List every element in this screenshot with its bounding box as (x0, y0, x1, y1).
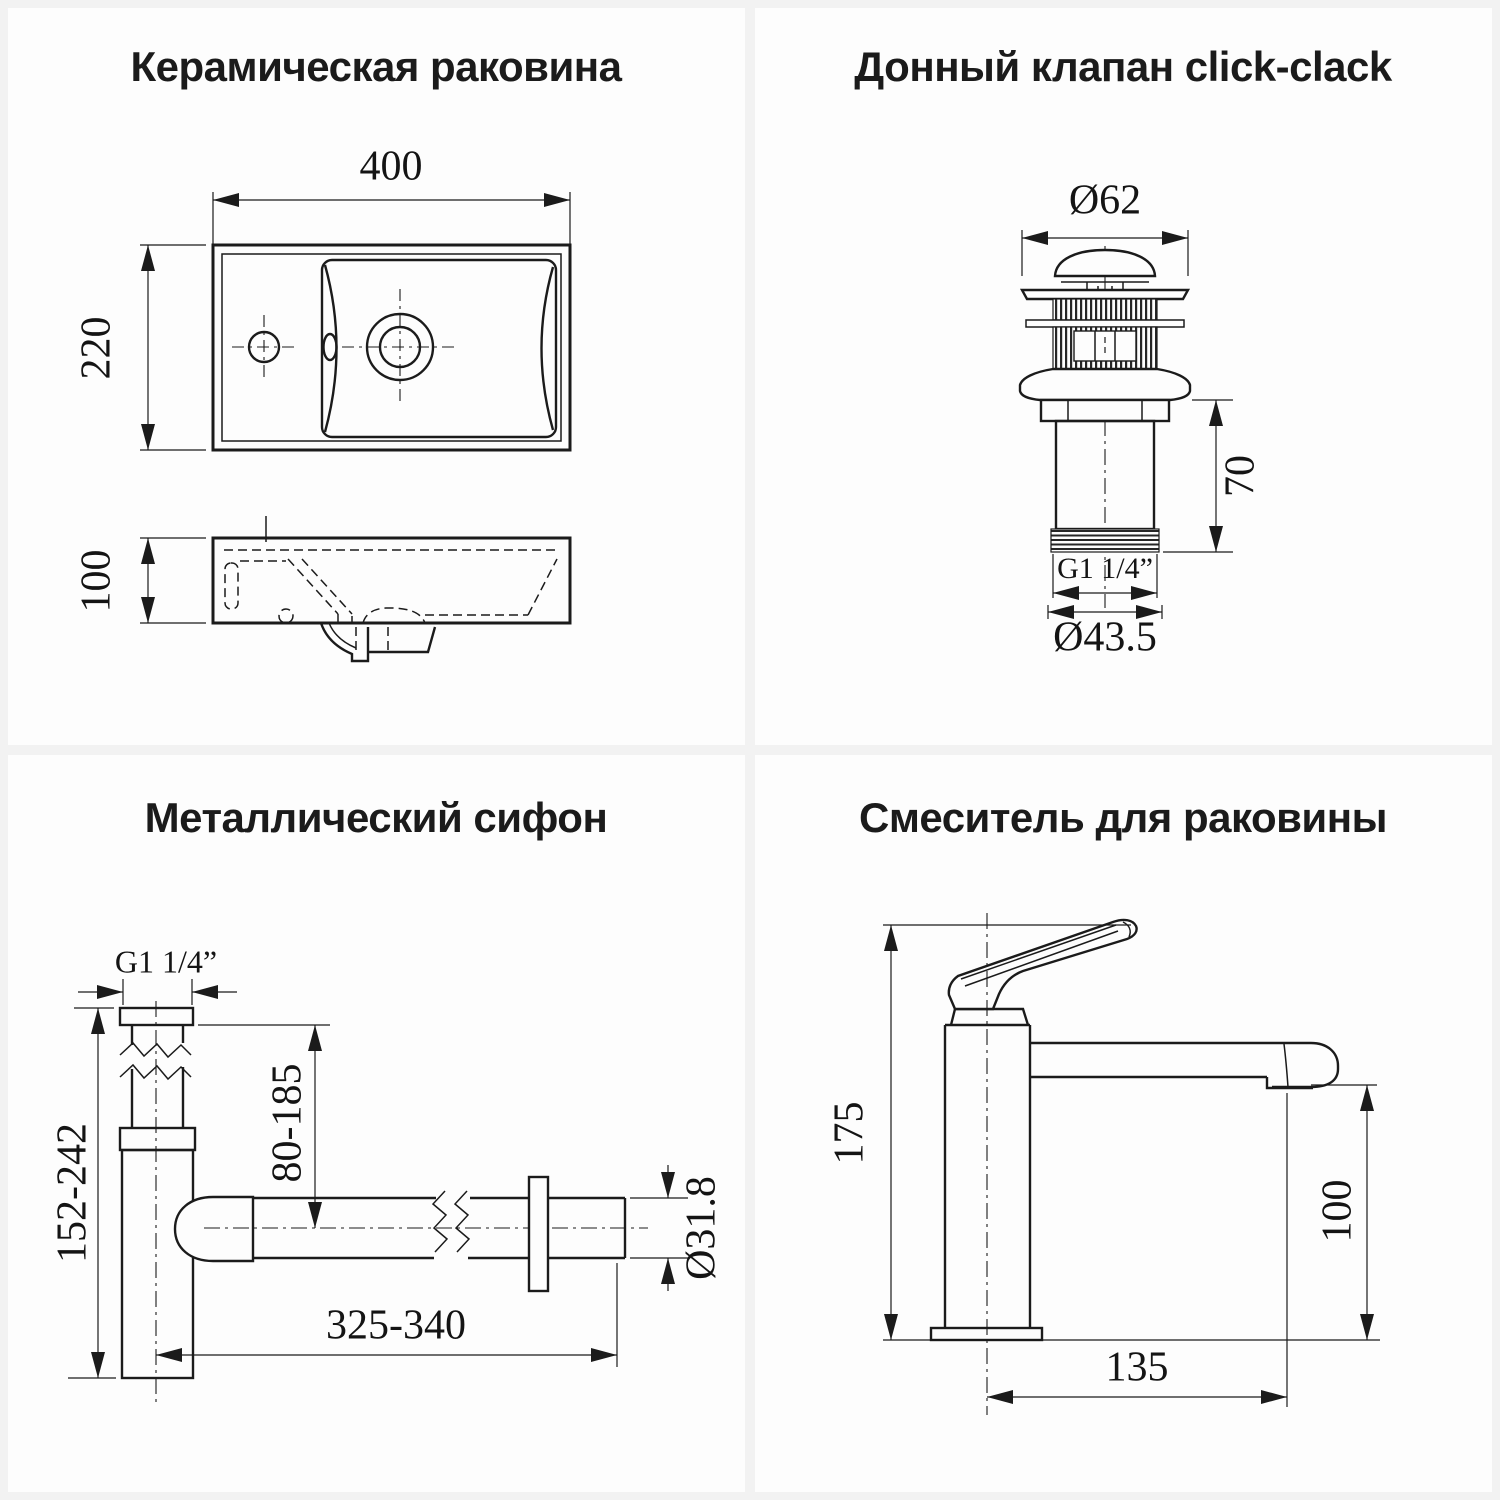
dim-label-valve-cap: Ø62 (1069, 178, 1141, 224)
sink-side-view: 100 (74, 516, 572, 663)
dim-label-valve-thread: G1 1/4” (1057, 552, 1153, 585)
dim-faucet-height: 175 (827, 924, 1131, 1340)
valve-overflow-window (1073, 330, 1137, 362)
panel-title-siphon: Металлический сифон (145, 794, 608, 841)
dim-sink-width: 400 (212, 144, 571, 251)
panel-title-valve: Донный клапан click-clack (854, 43, 1393, 90)
dim-valve-thread: G1 1/4” (1052, 552, 1158, 600)
dim-label-valve-height: 70 (1218, 455, 1264, 497)
valve-washer (1025, 319, 1185, 328)
dim-faucet-spout-height: 100 (1311, 1084, 1377, 1340)
dim-valve-height: 70 (1163, 399, 1264, 553)
basin-left-curve (323, 264, 338, 433)
dim-label-valve-thread-diameter: Ø43.5 (1053, 615, 1157, 661)
dim-siphon-pipe-diameter: Ø31.8 (630, 1165, 725, 1291)
dim-valve-thread-diameter: Ø43.5 (1047, 605, 1163, 661)
panel-title-sink: Керамическая раковина (131, 43, 623, 90)
dim-label-faucet-reach: 135 (1106, 1345, 1169, 1391)
dim-label-siphon-length: 325-340 (326, 1303, 466, 1349)
dim-siphon-thread: G1 1/4” (78, 943, 237, 1005)
faucet-column (943, 1023, 1032, 1328)
panel-metal-siphon: Металлический сифон G1 1/4” (8, 755, 745, 1492)
valve-nut (1039, 398, 1171, 423)
dim-faucet-reach: 135 (987, 1093, 1288, 1407)
faucet-spout (1030, 1041, 1340, 1090)
sink-side-outline (211, 536, 572, 625)
sink-drain-trap (319, 622, 437, 663)
dim-label-faucet-height: 175 (827, 1102, 873, 1165)
faucet-drawing: Смеситель для раковины (827, 794, 1388, 1415)
siphon-wall-flange (527, 1175, 550, 1293)
dim-label-sink-height: 100 (74, 550, 120, 613)
dim-sink-depth: 220 (74, 244, 206, 451)
siphon-pipe (253, 1190, 627, 1260)
panel-basin-mixer: Смеситель для раковины (755, 755, 1492, 1492)
dim-label-sink-depth: 220 (74, 317, 120, 380)
basin-right-curve (540, 266, 555, 431)
valve-bell-flange (1018, 367, 1192, 402)
panel-ceramic-sink: Керамическая раковина 400 (8, 8, 745, 745)
siphon-inlet-tube (119, 1025, 192, 1128)
siphon-inlet-flange (118, 1006, 195, 1027)
valve-drawing: Донный клапан click-clack Ø62 (854, 43, 1393, 661)
siphon-collar (118, 1126, 197, 1152)
sink-drawing: Керамическая раковина 400 (74, 43, 623, 663)
valve-top-plate (1019, 288, 1191, 301)
dim-siphon-height: 152-242 (50, 1007, 116, 1379)
dim-siphon-length: 325-340 (156, 1263, 618, 1367)
valve-bottom-thread (1050, 528, 1160, 553)
panel-drain-valve: Донный клапан click-clack Ø62 (755, 8, 1492, 745)
valve-upper-thread (1052, 298, 1158, 321)
dim-label-sink-width: 400 (360, 144, 423, 190)
dim-valve-cap: Ø62 (1021, 178, 1189, 276)
siphon-figure: G1 1/4” (50, 943, 725, 1405)
sink-rim (221, 253, 562, 442)
dim-siphon-inlet-height: 80-185 (198, 1024, 330, 1228)
dim-label-siphon-height: 152-242 (50, 1123, 96, 1263)
siphon-elbow (173, 1195, 255, 1263)
dim-label-siphon-thread: G1 1/4” (115, 943, 217, 979)
valve-figure: Ø62 (1018, 178, 1264, 661)
sink-top-view: 400 (74, 144, 572, 452)
siphon-drawing: Металлический сифон G1 1/4” (50, 794, 725, 1405)
sink-basin (320, 258, 558, 439)
panel-title-faucet: Смеситель для раковины (859, 794, 1387, 841)
dim-label-siphon-pipe-diameter: Ø31.8 (679, 1176, 725, 1280)
dim-label-faucet-spout-height: 100 (1315, 1180, 1361, 1243)
valve-cap (1053, 248, 1157, 290)
sink-outline (211, 243, 572, 452)
dim-label-siphon-inlet-height: 80-185 (265, 1064, 311, 1183)
faucet-handle (947, 918, 1138, 1011)
faucet-neck (949, 1007, 1030, 1026)
overflow-hole (322, 332, 338, 362)
faucet-figure: 175 100 135 (827, 913, 1380, 1415)
siphon-cup (120, 1148, 195, 1380)
dim-sink-height: 100 (74, 537, 206, 624)
